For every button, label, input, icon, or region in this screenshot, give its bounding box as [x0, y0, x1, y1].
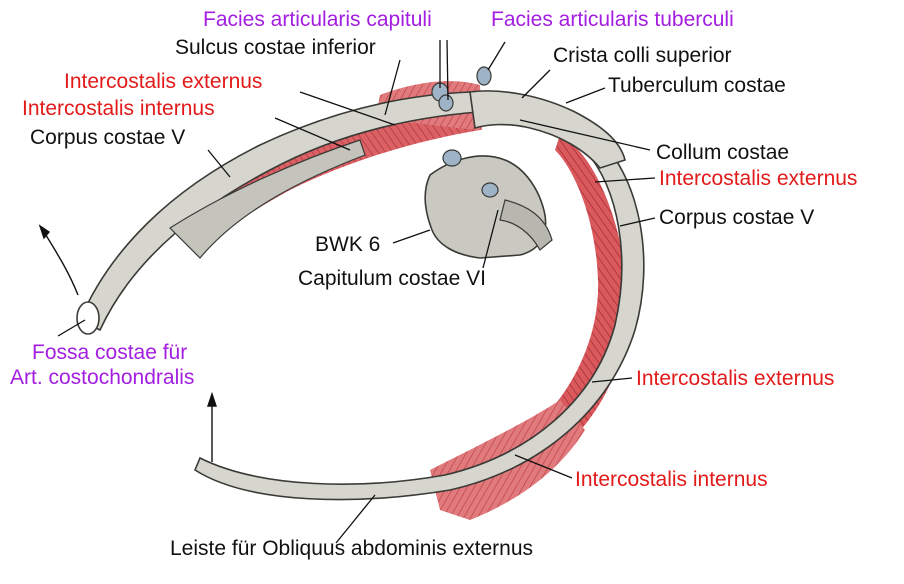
vertebra-process: [499, 199, 553, 251]
label-crista-colli-superior: Crista colli superior: [553, 44, 732, 67]
facet-vertebra: [481, 182, 499, 198]
label-intercostalis-internus-lower: Intercostalis internus: [575, 468, 768, 491]
arrow-up-left: [38, 224, 79, 296]
rib-end-cut: [76, 301, 100, 335]
arrow-up-lower: [207, 391, 217, 462]
facet-tuberculi: [476, 66, 492, 86]
upper-rib-inner: [169, 139, 366, 259]
leader-lines: [57, 39, 656, 544]
vertebra-bwk6: [424, 155, 547, 259]
label-leiste-obliquus: Leiste für Obliquus abdominis externus: [170, 537, 534, 560]
label-fossa-costae-line1: Fossa costae für: [32, 341, 188, 364]
label-intercostalis-internus-left: Intercostalis internus: [22, 97, 215, 120]
label-facies-articularis-capituli: Facies articularis capituli: [203, 8, 432, 31]
facet-capituli-2: [438, 94, 454, 112]
label-bwk-6: BWK 6: [315, 233, 381, 256]
facet-capitulum-vi: [442, 149, 462, 167]
label-intercostalis-externus-left: Intercostalis externus: [64, 70, 263, 93]
collum-costae-shape: [469, 90, 626, 169]
label-corpus-costae-v-left: Corpus costae V: [30, 126, 186, 149]
label-facies-articularis-tuberculi: Facies articularis tuberculi: [491, 8, 734, 31]
label-intercostalis-externus-lower: Intercostalis externus: [636, 367, 835, 390]
label-collum-costae: Collum costae: [656, 141, 790, 164]
label-fossa-costae-line2: Art. costochondralis: [10, 366, 195, 389]
label-capitulum-costae-vi: Capitulum costae VI: [298, 267, 486, 290]
label-tuberculum-costae: Tuberculum costae: [608, 74, 786, 97]
label-intercostalis-externus-right: Intercostalis externus: [659, 167, 858, 190]
label-sulcus-costae-inferior: Sulcus costae inferior: [175, 36, 376, 59]
label-corpus-costae-v-right: Corpus costae V: [659, 206, 815, 229]
